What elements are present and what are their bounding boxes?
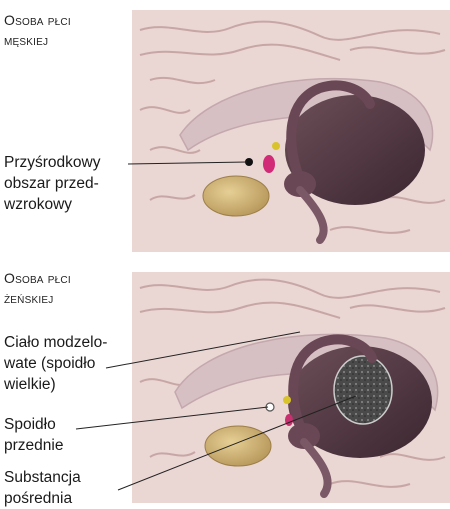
anterior-commissure-dot [272,142,280,150]
anterior-commissure-dot [283,396,291,404]
sdn-poa-nucleus-female [285,414,293,426]
label-medial-preoptic-area: Przyśrodkowy obszar przed- wzrokowy [4,152,100,215]
panel-male: Osoba płci męskiej Przyśrodkowy obszar p… [0,0,450,252]
sdn-poa-nucleus-male [263,155,275,173]
caption-male: Osoba płci męskiej [4,10,71,50]
label-anterior-commissure: Spoidło przednie [4,414,63,456]
panel-female: Osoba płci żeńskiej Ciało modzelo- wate … [0,262,450,503]
label-corpus-callosum: Ciało modzelo- wate (spoidło wielkie) [4,332,107,395]
caption-female: Osoba płci żeńskiej [4,268,71,308]
optic-chiasm [203,176,269,216]
massa-intermedia [334,356,392,424]
optic-chiasm [205,426,271,466]
